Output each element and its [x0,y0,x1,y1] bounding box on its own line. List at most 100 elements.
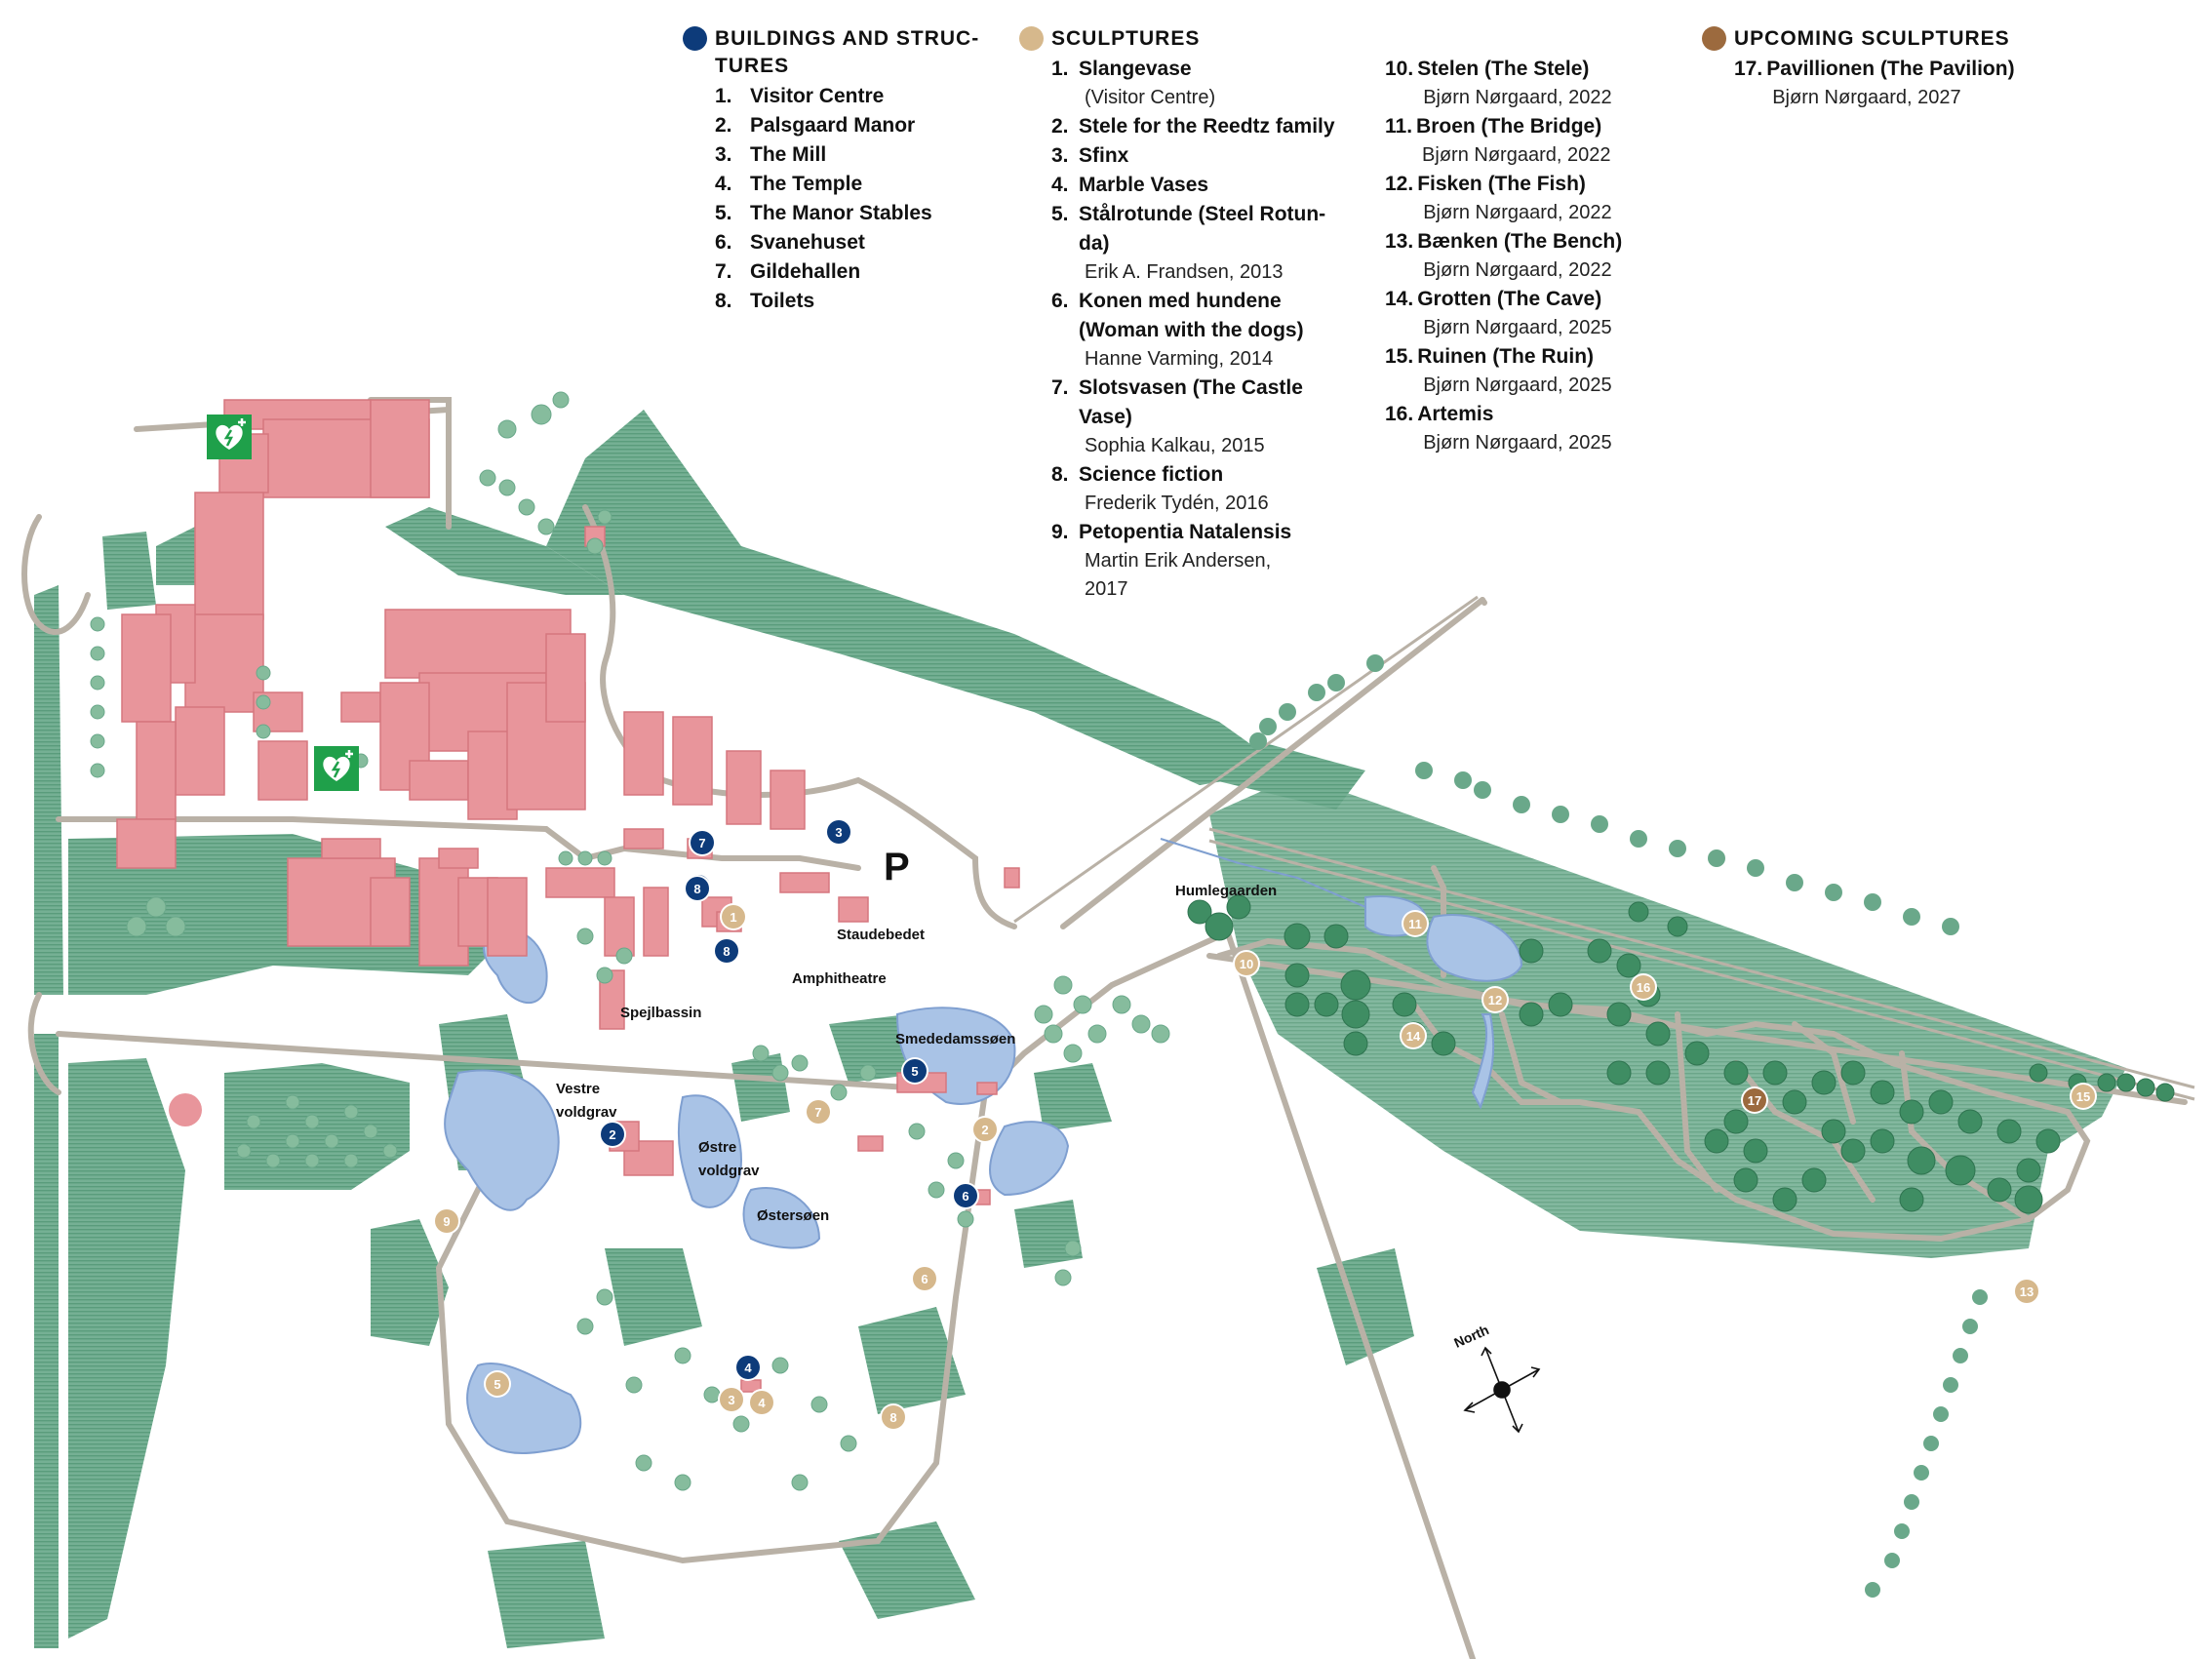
legend-building-item: 4. The Temple [715,170,979,199]
building-dot-icon [683,26,707,51]
legend-item-number: 3. [715,143,732,166]
sculpture-marker[interactable]: 10 [1235,952,1258,975]
legend-item-artist: Bjørn Nørgaard, 2025 [1423,375,1612,396]
round-building [169,1093,202,1126]
legend-item-title: Science fiction [1079,463,1224,486]
legend-item-title: Konen med hundene [1079,290,1282,312]
legend-item-title: Visitor Centre [750,85,885,107]
legend-item-number: 10. [1385,58,1414,80]
legend-item-artist: 2017 [1085,578,1128,600]
legend-item-title: Stålrotunde (Steel Rotun- [1079,203,1326,225]
legend-sculpture-item: 17.Pavillionen (The Pavilion)Bjørn Nørga… [1734,55,2112,112]
legend-building-item: 1. Visitor Centre [715,82,979,111]
sculpture-marker[interactable]: 12 [1483,988,1507,1011]
legend-heading-line1: BUILDINGS AND STRUC- [715,27,980,50]
legend-item-artist: Bjørn Nørgaard, 2025 [1423,432,1612,454]
legend-item-title: Broen (The Bridge) [1416,115,1602,138]
legend-building-item: 6.Svanehuset [715,228,979,257]
legend-item-title-cont: (Woman with the dogs) [1079,319,1304,341]
legend-item-title: The Manor Stables [750,202,932,224]
legend-item-number: 1. [1051,58,1069,80]
legend-buildings-heading: BUILDINGS AND STRUC- TURES [683,25,979,80]
legend-building-item: 5.The Manor Stables [715,199,979,228]
legend-building-item: 7.Gildehallen [715,257,979,287]
legend-item-number: 15. [1385,345,1414,368]
legend-sculpture-item: 1.Slangevase(Visitor Centre) [1051,55,1361,112]
legend-item-title: Stelen (The Stele) [1417,58,1590,80]
legend-item-artist: Bjørn Nørgaard, 2022 [1422,144,1611,166]
building-marker[interactable]: 4 [736,1356,760,1379]
sculpture-marker[interactable]: 2 [973,1118,997,1141]
building-marker[interactable]: 3 [827,820,850,844]
legend-item-title: Slangevase [1079,58,1192,80]
building-marker[interactable]: 7 [691,831,714,854]
legend-item-title: Sfinx [1079,144,1129,167]
area-label-vestre-line1: Vestre [556,1081,601,1097]
compass-icon [1463,1346,1541,1434]
legend-item-title: Stele for the Reedtz family [1079,115,1335,138]
legend-item-number: 1. [715,85,732,107]
legend-item-title: Palsgaard Manor [750,114,916,137]
sculpture-marker[interactable]: 11 [1403,912,1427,935]
sculpture-marker[interactable]: 14 [1402,1024,1425,1047]
legend-item-number: 8. [1051,463,1069,486]
legend-heading-line2: TURES [715,55,790,77]
legend-item-title: Artemis [1417,403,1494,425]
legend-item-artist: Erik A. Frandsen, 2013 [1085,261,1284,283]
legend-item-artist: Bjørn Nørgaard, 2022 [1423,202,1612,223]
trees-dark [1187,894,2175,1214]
sculpture-marker[interactable]: 7 [807,1100,830,1124]
building-marker[interactable]: 6 [954,1184,977,1207]
legend-item-title: Bænken (The Bench) [1417,230,1623,253]
sculpture-marker[interactable]: 13 [2015,1280,2038,1303]
building-marker[interactable]: 8 [686,877,709,900]
legend-item-number: 4. [715,173,732,195]
legend-item-artist: Sophia Kalkau, 2015 [1085,435,1265,456]
paths [21,397,2188,1659]
legend-sculptures-column-1: 1.Slangevase(Visitor Centre)2.Stele for … [1051,55,1361,604]
sculpture-marker[interactable]: 8 [882,1405,905,1429]
legend-sculpture-item: 4.Marble Vases [1051,171,1361,200]
sculpture-marker[interactable]: 4 [750,1391,773,1414]
legend-item-number: 17. [1734,58,1763,80]
legend-sculptures-col2: 10.Stelen (The Stele) Bjørn Nørgaard, 202… [1385,55,1678,457]
tree-rows [1249,654,1988,1598]
sculpture-marker[interactable]: 6 [913,1267,936,1290]
legend-sculpture-item: 3.Sfinx [1051,141,1361,171]
legend-building-item: 3.The Mill [715,140,979,170]
legend-item-title: Gildehallen [750,260,861,283]
legend-item-title-cont: da) [1079,232,1110,255]
sculpture-marker[interactable]: 3 [720,1388,743,1411]
legend-item-title: Marble Vases [1079,174,1209,196]
legend-sculpture-item: 10.Stelen (The Stele)Bjørn Nørgaard, 202… [1385,55,1678,112]
legend-item-title: Petopentia Natalensis [1079,521,1292,543]
sculpture-marker[interactable]: 9 [435,1209,458,1233]
legend-item-number: 9. [1051,521,1069,543]
sculpture-marker[interactable]: 15 [2072,1085,2095,1108]
main-road-lines [1013,595,2195,1101]
legend-item-artist: Hanne Varming, 2014 [1085,348,1274,370]
area-label-humlegaarden: Humlegaarden [1175,883,1278,899]
building-marker[interactable]: 2 [601,1123,624,1146]
legend-item-artist: Bjørn Nørgaard, 2027 [1772,87,1961,108]
sculpture-dot-icon [1019,26,1044,51]
legend-item-title: The Temple [750,173,863,195]
building-marker[interactable]: 8 [715,939,738,963]
sculpture-marker[interactable]: 16 [1632,975,1655,999]
sculpture-marker[interactable]: 1 [722,905,745,928]
sculpture-marker[interactable]: 5 [486,1372,509,1396]
trees-light [90,391,1170,1491]
upcoming-sculpture-marker[interactable]: 17 [1743,1088,1766,1112]
legend-sculpture-item: 6.Konen med hundene(Woman with the dogs)… [1051,287,1361,374]
legend-upcoming-list: 17.Pavillionen (The Pavilion)Bjørn Nørga… [1734,55,2112,112]
legend-item-title: Slotsvasen (The Castle [1079,376,1303,399]
building-marker[interactable]: 5 [903,1059,927,1083]
legend-sculpture-item: 5.Stålrotunde (Steel Rotun-da)Erik A. Fr… [1051,200,1361,287]
legend-item-number: 16. [1385,403,1414,425]
legend-building-item: 8.Toilets [715,287,979,316]
legend-item-artist: Martin Erik Andersen, [1085,550,1272,572]
